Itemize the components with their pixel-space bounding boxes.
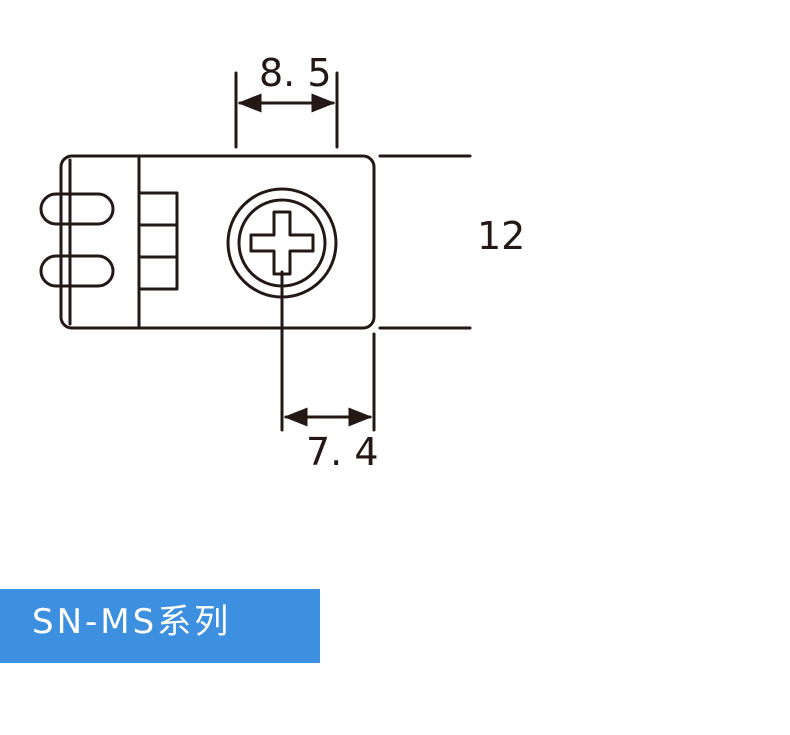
top-width-label: 8. 5 bbox=[259, 51, 332, 95]
screw-offset-label: 7. 4 bbox=[306, 430, 379, 474]
height-label: 12 bbox=[477, 214, 525, 258]
indicator-block bbox=[137, 191, 179, 291]
sensor-dimension-drawing: 8. 5 12 7. 4 bbox=[39, 51, 525, 474]
sensor-body-outline bbox=[59, 154, 376, 330]
cable-loop-lower bbox=[39, 254, 115, 288]
series-banner: SN-MS系列 bbox=[0, 589, 320, 663]
cable-loop-upper bbox=[39, 192, 115, 226]
screw-cross-slot bbox=[249, 210, 315, 276]
